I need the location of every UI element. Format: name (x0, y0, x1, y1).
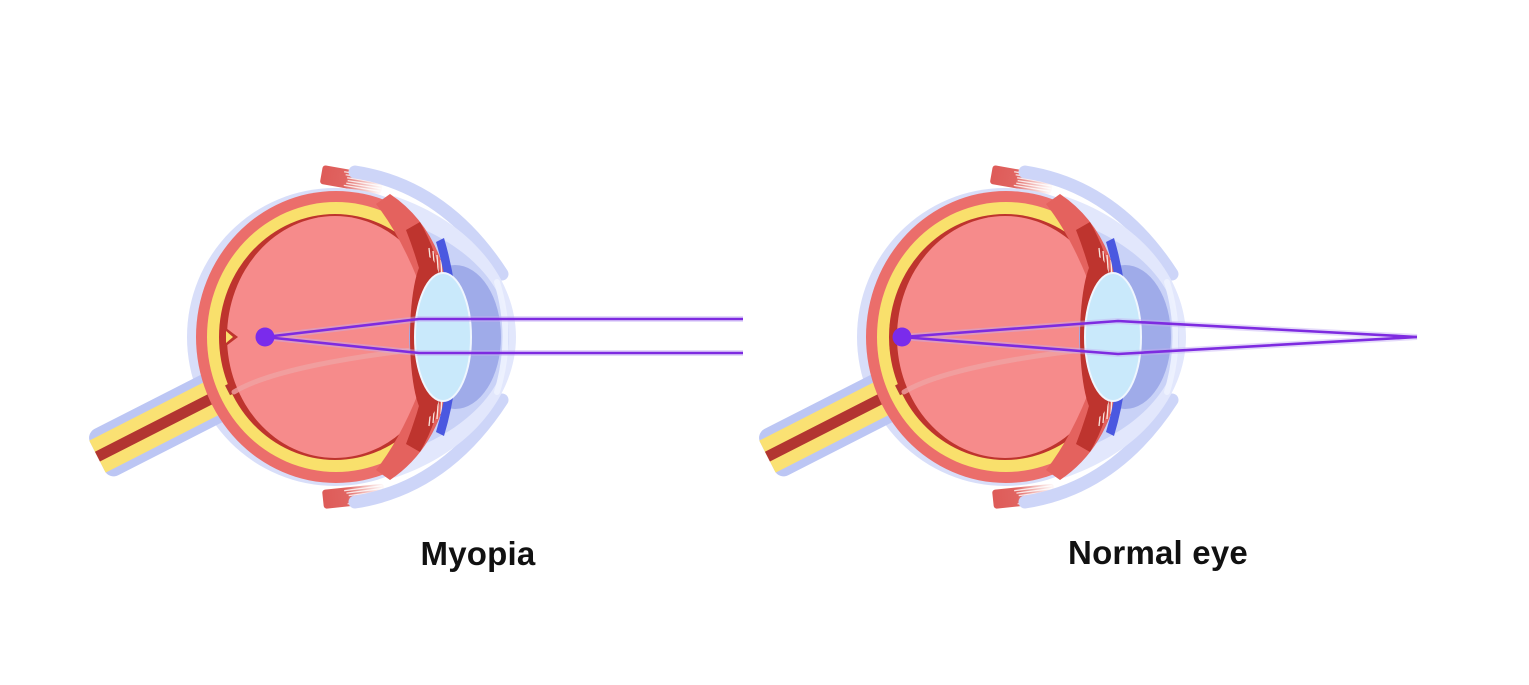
ray-lines (264, 317, 743, 355)
normal-light-rays (892, 317, 1418, 358)
focal-point-on-retina (892, 327, 912, 347)
light-ray-bottom (901, 335, 1418, 356)
myopia-label: Myopia (420, 535, 536, 572)
normal-eye-illustration (756, 165, 1186, 509)
ray-lines (901, 319, 1418, 356)
light-ray-top (901, 319, 1418, 339)
focal-point-before-retina (255, 327, 275, 347)
light-ray-bottom (264, 335, 743, 355)
normal-eye-label: Normal eye (1068, 534, 1248, 571)
myopia-eye-illustration (86, 165, 516, 509)
light-ray-top (264, 317, 743, 339)
myopia-light-rays (255, 316, 743, 356)
